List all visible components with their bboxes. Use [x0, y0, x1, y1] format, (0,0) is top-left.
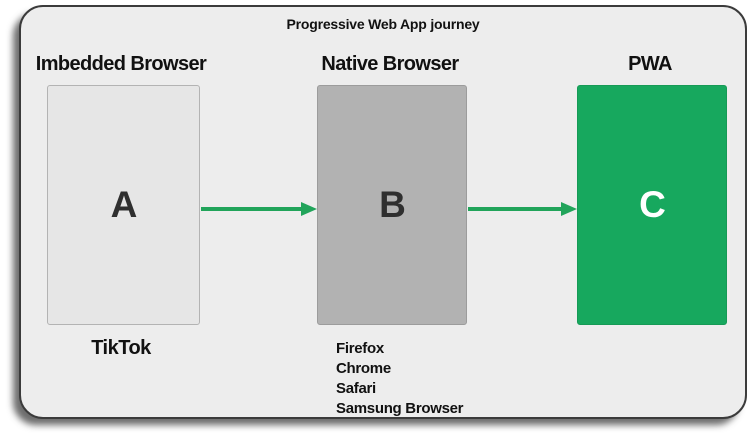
caption-tiktok: TikTok	[91, 337, 151, 359]
stage-box-b: B	[317, 85, 467, 325]
browser-list-item-firefox: Firefox	[336, 340, 384, 357]
native-browser-list: Firefox Chrome Safari Samsung Browser	[336, 339, 464, 419]
stage-letter-c: C	[639, 184, 666, 225]
arrow-b-to-c-icon	[468, 202, 577, 216]
arrow-b-to-c-head	[561, 202, 577, 216]
stage-letter-a: A	[110, 184, 138, 225]
pwa-journey-card: Progressive Web App journey Imbedded Bro…	[19, 5, 747, 419]
browser-list-item-samsung-browser: Samsung Browser	[336, 400, 464, 417]
browser-list-item-safari: Safari	[336, 380, 376, 397]
arrow-a-to-b-icon	[201, 202, 317, 216]
column-header-pwa: PWA	[628, 53, 672, 75]
column-header-imbedded-browser: Imbedded Browser	[35, 53, 207, 75]
column-header-native-browser: Native Browser	[321, 53, 459, 75]
arrow-a-to-b-head	[301, 202, 317, 216]
browser-list-item-chrome: Chrome	[336, 360, 391, 377]
stage-box-c: C	[577, 85, 727, 325]
stage-letter-b: B	[379, 184, 406, 225]
stage-box-a: A	[47, 85, 200, 325]
diagram-title: Progressive Web App journey	[286, 16, 480, 32]
